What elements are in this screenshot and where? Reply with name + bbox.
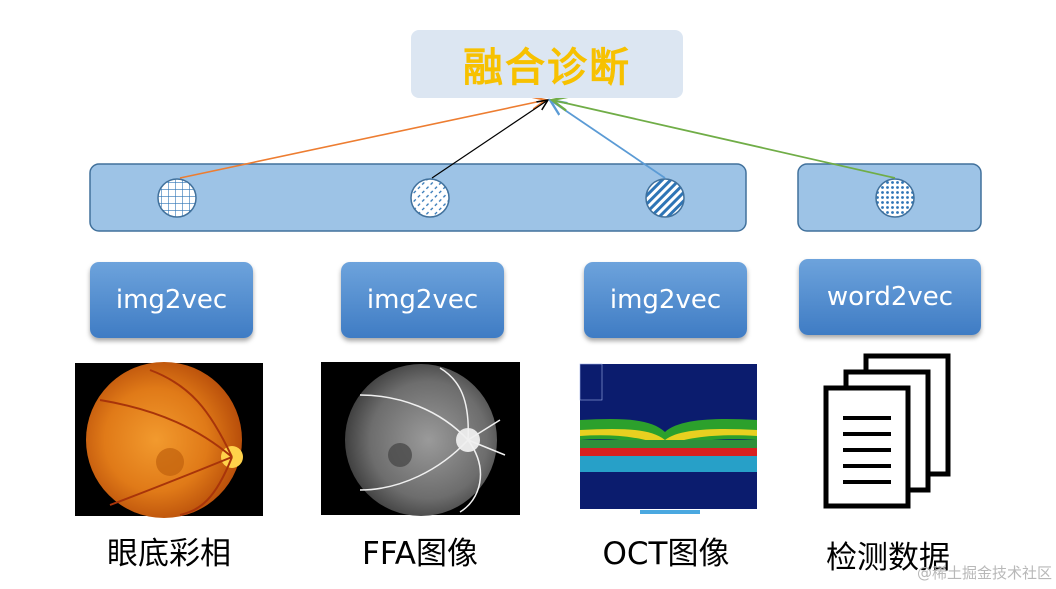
source-label-ffa: FFA图像 bbox=[361, 536, 479, 572]
fundus-feature-node bbox=[157, 178, 197, 218]
watermark-text: @稀土掘金技术社区 bbox=[916, 564, 1052, 582]
oct-fusion-arrow bbox=[550, 100, 666, 179]
vectorizer-label: img2vec bbox=[609, 285, 722, 315]
fusion-diagnosis-title: 融合诊断 bbox=[463, 45, 631, 91]
ffa-feature-node bbox=[410, 178, 450, 218]
source-label-oct: OCT图像 bbox=[602, 536, 730, 572]
source-label-lab-data: 检测数据 bbox=[826, 540, 950, 576]
text-feature-node bbox=[875, 178, 915, 218]
vectorizer-label: word2vec bbox=[826, 282, 954, 312]
documents-icon bbox=[823, 353, 951, 509]
ffa-photo-image bbox=[321, 362, 520, 516]
oct-feature-node bbox=[645, 178, 685, 218]
img2vec-box-ffa: img2vec bbox=[341, 262, 504, 338]
vectorizer-label: img2vec bbox=[115, 285, 228, 315]
ffa-fusion-arrow bbox=[431, 100, 548, 179]
fusion-diagnosis-box: 融合诊断 bbox=[411, 30, 683, 98]
text-fusion-arrow bbox=[552, 100, 896, 179]
vectorizer-label: img2vec bbox=[366, 285, 479, 315]
word2vec-box: word2vec bbox=[799, 259, 981, 335]
img2vec-box-oct: img2vec bbox=[584, 262, 747, 338]
oct-scan-image bbox=[578, 362, 759, 515]
fundus-photo-image bbox=[75, 362, 263, 518]
source-label-fundus: 眼底彩相 bbox=[107, 536, 231, 572]
fundus-fusion-arrow bbox=[179, 100, 546, 179]
img2vec-box-fundus: img2vec bbox=[90, 262, 253, 338]
